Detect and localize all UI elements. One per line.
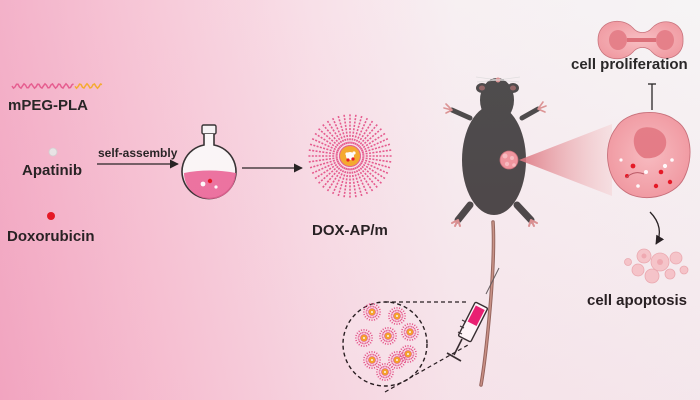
- mini-micelle-icon: [388, 351, 406, 369]
- mini-micelle-icon: [399, 345, 417, 363]
- syringe-icon: [446, 267, 500, 362]
- mini-micelle-icon: [388, 307, 406, 325]
- mini-micelle-icon: [379, 327, 397, 345]
- label-cell-proliferation: cell proliferation: [571, 56, 688, 73]
- mini-micelle-icon: [363, 303, 381, 321]
- inhibit-icon: [648, 83, 656, 110]
- label-mpeg-pla: mPEG-PLA: [8, 97, 89, 114]
- label-apatinib: Apatinib: [22, 162, 82, 179]
- apoptotic-fragments-icon: [624, 248, 689, 284]
- label-doxorubicin: Doxorubicin: [7, 228, 95, 245]
- mini-micelle-icon: [401, 323, 419, 341]
- apoptosis-arrow: [649, 211, 665, 245]
- tumor-icon: [499, 150, 519, 170]
- cell-icon: [607, 112, 691, 199]
- flask-icon: [181, 124, 237, 200]
- polymer-icon: [11, 82, 103, 90]
- label-self-assembly: self-assembly: [98, 146, 178, 160]
- label-cell-apoptosis: cell apoptosis: [587, 292, 688, 309]
- mouse-icon: [443, 76, 547, 387]
- mini-micelle-icon: [363, 351, 381, 369]
- micelle-icon: [308, 114, 392, 198]
- mini-micelle-icon: [376, 363, 394, 381]
- zoom-beam: [519, 124, 612, 196]
- apatinib-dot-icon: [48, 147, 58, 157]
- doxorubicin-dot-icon: [47, 212, 55, 220]
- magnified-micelles-view: [342, 301, 469, 393]
- dividing-cell-icon: [597, 20, 684, 60]
- label-dox-ap-m: DOX-AP/m: [312, 222, 388, 239]
- mini-micelle-icon: [355, 329, 373, 347]
